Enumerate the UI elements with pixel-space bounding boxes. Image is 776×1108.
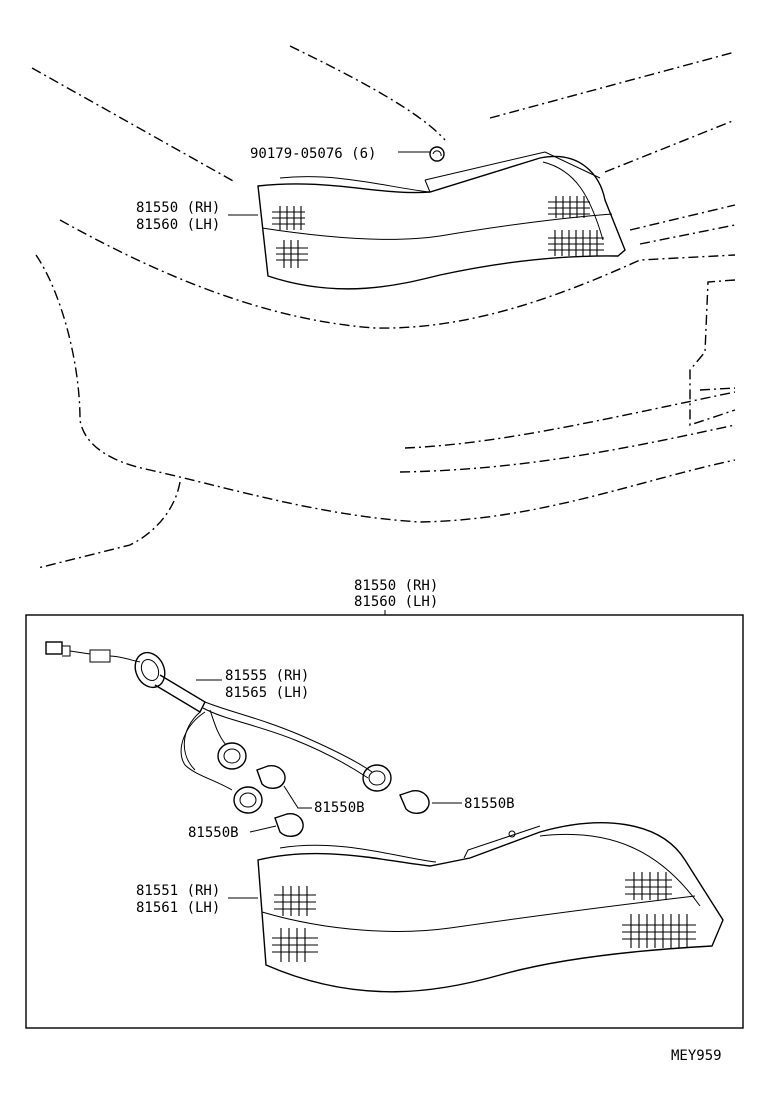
bulb-lower <box>274 813 304 837</box>
wire-harness <box>45 641 373 791</box>
bulb-upper <box>256 765 286 789</box>
label-lens-lh: 81561 (LH) <box>136 900 220 916</box>
label-clip: 90179-05076 (6) <box>250 146 376 162</box>
assembly-box <box>25 614 744 1029</box>
clip-fastener <box>398 146 445 162</box>
lens-assembly <box>257 822 724 993</box>
label-socket-rh: 81555 (RH) <box>225 668 309 684</box>
label-bulb-c: 81550B <box>188 825 239 841</box>
lens-grid-ur <box>625 872 672 900</box>
socket-upper <box>217 742 247 770</box>
label-top-lamp-rh: 81550 (RH) <box>136 200 220 216</box>
label-bulb-b: 81550B <box>464 796 515 812</box>
label-socket-lh: 81565 (LH) <box>225 685 309 701</box>
socket-right <box>362 764 392 792</box>
top-lamp-grid-lr <box>548 230 604 256</box>
vehicle-body-outline <box>31 45 736 569</box>
top-lamp-grid-ur <box>548 196 590 218</box>
figure-code: MEY959 <box>671 1048 722 1064</box>
connector-plug <box>45 641 63 655</box>
top-lamp-grid-ll <box>276 240 308 268</box>
leader-bulb-c <box>249 825 277 833</box>
label-box-title-rh: 81550 (RH) <box>354 578 438 594</box>
socket-lower <box>233 786 263 814</box>
lens-grid-ll <box>272 928 318 962</box>
leader-bulb-a <box>283 785 312 809</box>
label-bulb-a: 81550B <box>314 800 365 816</box>
lens-grid-ul <box>274 886 316 916</box>
lens-grid-lr <box>622 914 696 948</box>
label-box-title-lh: 81560 (LH) <box>354 594 438 610</box>
label-top-lamp-lh: 81560 (LH) <box>136 217 220 233</box>
bulb-right <box>399 790 430 814</box>
label-lens-rh: 81551 (RH) <box>136 883 220 899</box>
top-lamp-grid-ul <box>272 206 305 230</box>
top-tail-lamp <box>257 151 626 290</box>
